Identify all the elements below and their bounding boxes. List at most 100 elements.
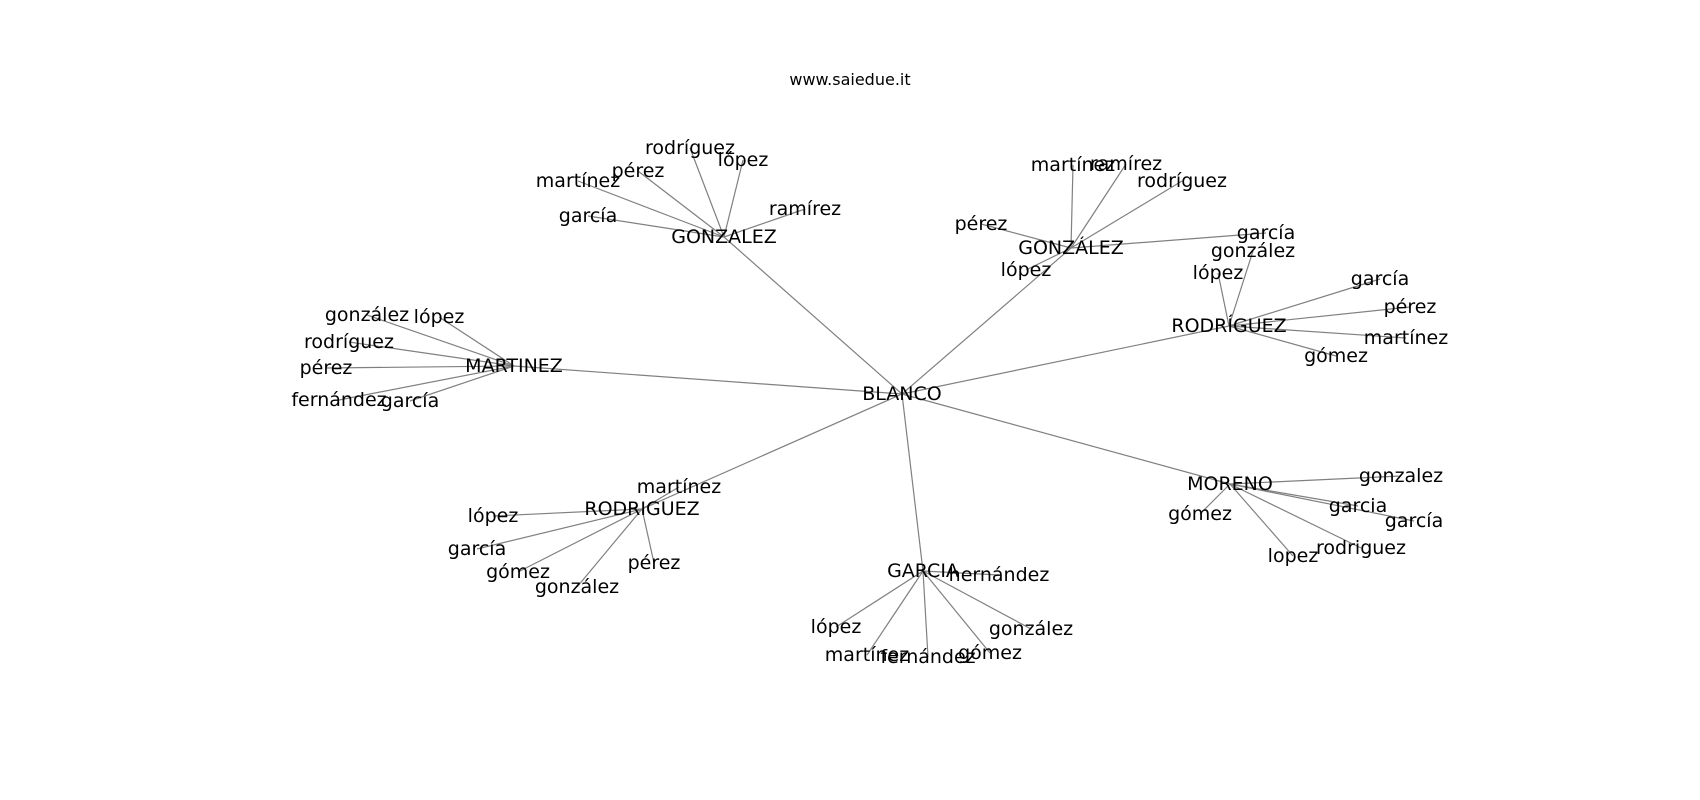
leaf-node-label: gonzalez bbox=[1359, 465, 1443, 487]
hub-node-label: GARCIA bbox=[887, 560, 959, 582]
edge-rodriguez-2-garcia bbox=[1228, 278, 1381, 327]
leaf-node-label: gómez bbox=[1304, 345, 1368, 367]
leaf-node-label: gonzález bbox=[325, 304, 409, 326]
edge-garcia-5-hernandez bbox=[922, 570, 1000, 576]
edge-gonzalez-0-perez bbox=[637, 170, 725, 238]
hub-node-label: RODRIGUEZ bbox=[584, 498, 699, 520]
leaf-node-label: ramírez bbox=[769, 198, 841, 220]
edge-gonzalez-0-ramirez bbox=[723, 208, 806, 238]
leaf-node-label: pérez bbox=[1384, 296, 1437, 318]
edge-root-garcia-5 bbox=[901, 393, 924, 572]
edges-layer bbox=[325, 147, 1415, 658]
edge-garcia-5-gonzalez bbox=[922, 570, 1032, 630]
edge-gonzalez-1-ramirez bbox=[1070, 163, 1127, 249]
leaf-node-label: ramírez bbox=[1090, 153, 1162, 175]
leaf-node-label: garcía bbox=[448, 538, 506, 560]
leaf-node-label: garcia bbox=[1329, 495, 1387, 517]
edge-rodriguez-2-martinez bbox=[1228, 325, 1407, 339]
edge-rodriguez-2-gomez bbox=[1228, 325, 1337, 357]
graph-title: www.saiedue.it bbox=[789, 70, 911, 89]
leaf-node-label: lópez bbox=[468, 505, 519, 527]
edge-gonzalez-1-lopez bbox=[1025, 247, 1072, 271]
leaf-node-label: gómez bbox=[1168, 503, 1232, 525]
edge-root-rodriguez-6 bbox=[641, 393, 903, 510]
edge-rodriguez-6-martinez bbox=[641, 486, 680, 510]
edge-garcia-5-lopez bbox=[835, 570, 924, 628]
labels-layer: BLANCOGONZALEZrodríguezlópezpérezmartíne… bbox=[291, 137, 1448, 668]
edge-gonzalez-0-garcia bbox=[587, 215, 725, 238]
leaf-node-label: gonzález bbox=[1211, 240, 1295, 262]
hub-node-label: MARTINEZ bbox=[465, 355, 563, 377]
edge-gonzalez-0-lopez bbox=[723, 159, 744, 238]
hub-node-label: GONZALEZ bbox=[671, 226, 777, 248]
edge-martinez-3-gonzalez bbox=[366, 314, 515, 367]
leaf-node-label: garcía bbox=[1351, 268, 1409, 290]
leaf-node-label: pérez bbox=[612, 160, 665, 182]
edge-gonzalez-0-martinez bbox=[577, 180, 725, 238]
leaf-node-label: garcía bbox=[381, 390, 439, 412]
leaf-node-label: martínez bbox=[536, 170, 620, 192]
edge-rodriguez-6-gonzalez bbox=[576, 508, 643, 588]
edge-rodriguez-2-lopez bbox=[1217, 272, 1230, 327]
root-node-label: BLANCO bbox=[862, 383, 942, 405]
leaf-node-label: martínez bbox=[825, 644, 909, 666]
edge-garcia-5-fernandez bbox=[922, 570, 929, 658]
edge-martinez-3-perez bbox=[325, 365, 515, 369]
edge-root-moreno-4 bbox=[901, 393, 1231, 485]
leaf-node-label: garcía bbox=[1385, 510, 1443, 532]
leaf-node-label: martínez bbox=[1364, 327, 1448, 349]
edge-rodriguez-6-perez bbox=[641, 508, 655, 564]
edge-root-martinez-3 bbox=[513, 365, 903, 395]
edge-moreno-4-gonzalez bbox=[1229, 475, 1402, 485]
edge-garcia-5-martinez bbox=[866, 570, 924, 656]
leaf-node-label: gómez bbox=[486, 561, 550, 583]
edge-moreno-4-lopez bbox=[1229, 483, 1294, 557]
leaf-node-label: rodríguez bbox=[645, 137, 735, 159]
leaf-node-label: gómez bbox=[958, 642, 1022, 664]
leaf-node-label: pérez bbox=[955, 213, 1008, 235]
leaf-node-label: lopez bbox=[1268, 545, 1319, 567]
hub-node-label: GONZÁLEZ bbox=[1018, 236, 1124, 259]
leaf-node-label: lópez bbox=[1193, 262, 1244, 284]
leaf-node-label: rodriguez bbox=[1316, 537, 1406, 559]
hub-node-label: RODRÍGUEZ bbox=[1171, 314, 1286, 337]
edge-root-gonzalez-1 bbox=[901, 247, 1072, 395]
leaf-node-label: martínez bbox=[637, 476, 721, 498]
leaf-node-label: hernández bbox=[949, 564, 1050, 586]
edge-rodriguez-2-gonzalez bbox=[1228, 250, 1254, 327]
leaf-node-label: fernández bbox=[291, 389, 386, 411]
leaf-node-label: rodríguez bbox=[1137, 170, 1227, 192]
leaf-node-label: pérez bbox=[300, 357, 353, 379]
leaf-node-label: gonzález bbox=[535, 576, 619, 598]
leaf-node-label: lópez bbox=[718, 149, 769, 171]
edge-martinez-3-fernandez bbox=[338, 365, 515, 401]
edge-gonzalez-1-rodriguez bbox=[1070, 180, 1183, 249]
edge-martinez-3-garcia bbox=[409, 365, 515, 402]
edge-moreno-4-garcia bbox=[1229, 483, 1415, 522]
edge-martinez-3-rodriguez bbox=[348, 341, 515, 367]
leaf-node-label: fernández bbox=[880, 646, 975, 668]
leaf-node-label: lópez bbox=[1001, 259, 1052, 281]
edge-moreno-4-garcia bbox=[1229, 483, 1359, 507]
leaf-node-label: martínez bbox=[1031, 154, 1115, 176]
edge-root-gonzalez-0 bbox=[723, 236, 903, 395]
edge-martinez-3-lopez bbox=[438, 316, 515, 367]
hub-node-label: MORENO bbox=[1187, 473, 1273, 495]
leaf-node-label: garcía bbox=[559, 205, 617, 227]
edge-gonzalez-1-perez bbox=[980, 223, 1072, 249]
edge-rodriguez-6-lopez bbox=[492, 508, 643, 517]
edge-gonzalez-1-garcia bbox=[1070, 232, 1267, 249]
leaf-node-label: garcía bbox=[1237, 222, 1295, 244]
edge-root-rodriguez-2 bbox=[901, 325, 1230, 395]
edge-garcia-5-gomez bbox=[922, 570, 991, 654]
edge-gonzalez-0-rodriguez bbox=[689, 147, 725, 238]
edge-rodriguez-6-gomez bbox=[517, 508, 643, 573]
edge-rodriguez-2-perez bbox=[1228, 306, 1411, 327]
edge-gonzalez-1-martinez bbox=[1070, 164, 1074, 249]
edge-moreno-4-gomez bbox=[1199, 483, 1231, 515]
leaf-node-label: gonzález bbox=[989, 618, 1073, 640]
leaf-node-label: lópez bbox=[811, 616, 862, 638]
edge-moreno-4-rodriguez bbox=[1229, 483, 1362, 549]
leaf-node-label: pérez bbox=[628, 552, 681, 574]
